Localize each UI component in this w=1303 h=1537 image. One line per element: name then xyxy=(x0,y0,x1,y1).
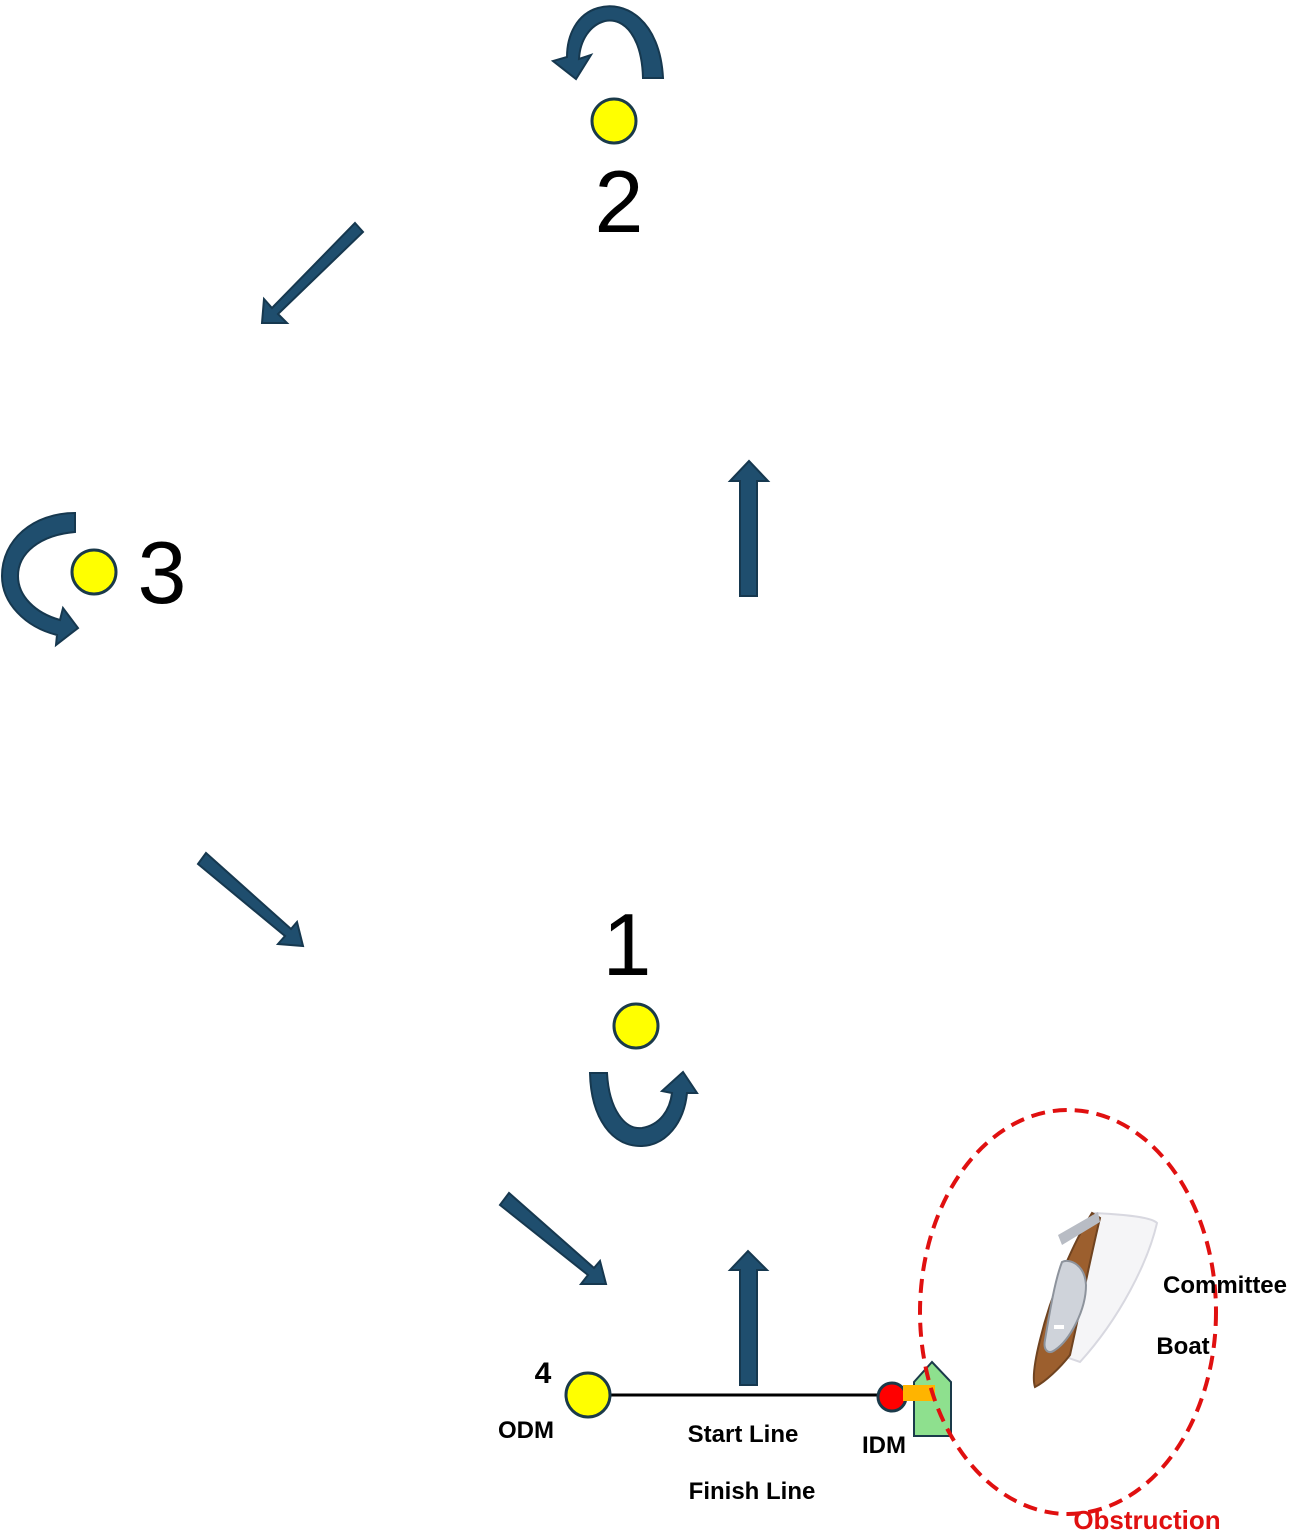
start-line-label: Start Line xyxy=(688,1421,799,1448)
mark-1-label: 1 xyxy=(603,895,652,994)
idm-pin-buoy xyxy=(876,1381,908,1413)
mark-1-rounding-arrow xyxy=(588,1070,699,1148)
orange-flag-icon xyxy=(903,1385,935,1401)
leg-arrow-2-to-3 xyxy=(260,221,365,324)
mark-4-label: 4 xyxy=(535,1357,552,1390)
obstruction-label: Obstruction xyxy=(1073,1505,1220,1535)
finish-line-label: Finish Line xyxy=(689,1478,816,1505)
mark-3-label: 3 xyxy=(138,523,187,622)
obstruction-zone xyxy=(918,1108,1218,1516)
leg-arrow-1-to-2 xyxy=(727,459,771,597)
odm-label: ODM xyxy=(498,1417,554,1444)
committee-label: Committee xyxy=(1163,1272,1287,1299)
mark-1-buoy xyxy=(612,1002,660,1050)
mark-3-buoy xyxy=(70,548,118,596)
committee-boat-picture xyxy=(1032,1211,1159,1389)
mark-2-buoy xyxy=(590,97,638,145)
mark-2-label: 2 xyxy=(595,152,644,251)
mark-4-odm-buoy xyxy=(564,1371,612,1419)
leg-arrow-to-finish xyxy=(498,1191,608,1285)
leg-arrow-3-to-1 xyxy=(196,851,305,948)
start-upwind-arrow xyxy=(727,1249,770,1386)
mark-2-rounding-arrow xyxy=(550,5,665,81)
idm-label: IDM xyxy=(862,1432,906,1459)
boat-label: Boat xyxy=(1156,1333,1209,1360)
mark-3-rounding-arrow xyxy=(0,511,80,648)
